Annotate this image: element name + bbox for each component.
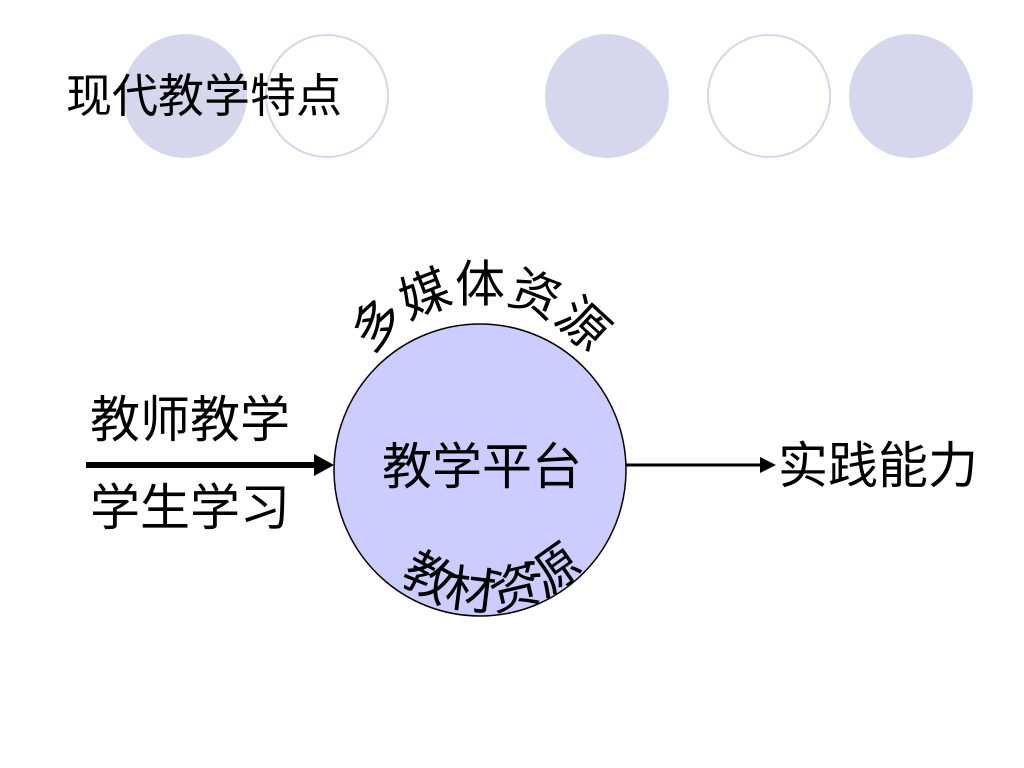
decor-circle-3 <box>545 34 669 158</box>
slide-title: 现代教学特点 <box>66 69 342 123</box>
decor-circle-1 <box>123 34 247 158</box>
practical-ability-label: 实践能力 <box>778 437 978 495</box>
student-learning-label: 学生学习 <box>90 479 290 537</box>
decor-circle-5 <box>849 34 973 158</box>
decor-circle-2 <box>265 34 389 158</box>
output-arrowhead <box>760 457 776 473</box>
decor-circle-4 <box>707 34 831 158</box>
input-arrowhead <box>314 454 334 476</box>
platform-circle <box>333 323 627 617</box>
teacher-teaching-label: 教师教学 <box>90 391 290 449</box>
teaching-platform-label: 教学平台 <box>382 438 582 496</box>
